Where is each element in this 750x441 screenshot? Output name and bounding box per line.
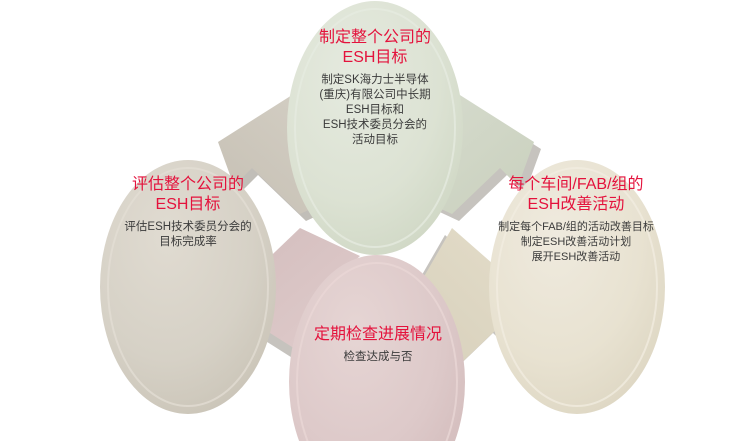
node-shape-bottom[interactable] xyxy=(289,255,465,441)
node-title: 定期检查进展情况 xyxy=(313,326,442,343)
node-body: 制定SK海力士半导体 (重庆)有限公司中长期 ESH目标和 ESH技术委员分会的… xyxy=(319,74,431,146)
node-body: 检查达成与否 xyxy=(343,351,413,363)
node-body: 评估ESH技术委员分会的 目标完成率 xyxy=(124,221,252,248)
node-periodic-progress-check[interactable]: 定期检查进展情况 检查达成与否 xyxy=(288,325,468,365)
node-shape-top[interactable] xyxy=(287,1,463,255)
node-set-company-esh-goals[interactable]: 制定整个公司的 ESH目标 制定SK海力士半导体 (重庆)有限公司中长期 ESH… xyxy=(285,28,465,148)
node-shape-right[interactable] xyxy=(489,160,665,414)
node-esh-improvement-activities[interactable]: 每个车间/FAB/组的 ESH改善活动 制定每个FAB/组的活动改善目标 制定E… xyxy=(478,175,674,265)
node-body: 制定每个FAB/组的活动改善目标 制定ESH改善活动计划 展开ESH改善活动 xyxy=(498,221,654,263)
node-shape-left[interactable] xyxy=(100,160,276,414)
node-title: 评估整个公司的 ESH目标 xyxy=(131,176,244,213)
node-title: 制定整个公司的 ESH目标 xyxy=(318,29,431,66)
node-evaluate-company-esh-goals[interactable]: 评估整个公司的 ESH目标 评估ESH技术委员分会的 目标完成率 xyxy=(100,175,276,250)
node-title: 每个车间/FAB/组的 ESH改善活动 xyxy=(508,176,644,213)
